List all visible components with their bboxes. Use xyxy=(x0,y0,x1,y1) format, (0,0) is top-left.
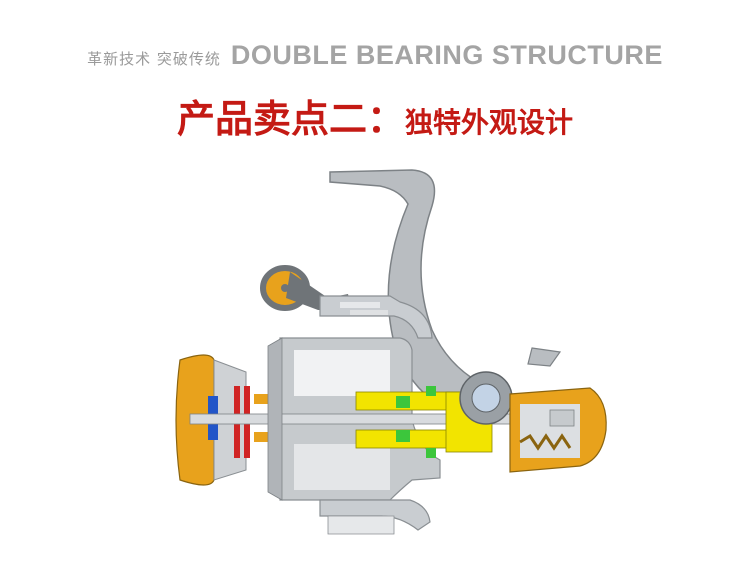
bearing-green-4 xyxy=(426,448,436,458)
structure-title: DOUBLE BEARING STRUCTURE xyxy=(230,40,663,70)
header-line: 革新技术 突破传统 DOUBLE BEARING STRUCTURE xyxy=(0,40,750,71)
bearing-green-1 xyxy=(396,396,410,408)
body-flange xyxy=(267,337,283,501)
bearing-green-2 xyxy=(396,430,410,442)
reel-svg xyxy=(175,169,607,535)
rotor-arm-hook xyxy=(527,347,562,367)
reel-cutaway-illustration xyxy=(150,160,620,570)
bearing-green-3 xyxy=(426,386,436,396)
headline: 产品卖点二：独特外观设计 xyxy=(0,88,750,143)
headline-sub: 独特外观设计 xyxy=(405,106,574,139)
oscillation-spring xyxy=(519,433,572,451)
headline-main: 产品卖点二： xyxy=(176,97,405,141)
tagline: 革新技术 突破传统 xyxy=(87,50,221,68)
